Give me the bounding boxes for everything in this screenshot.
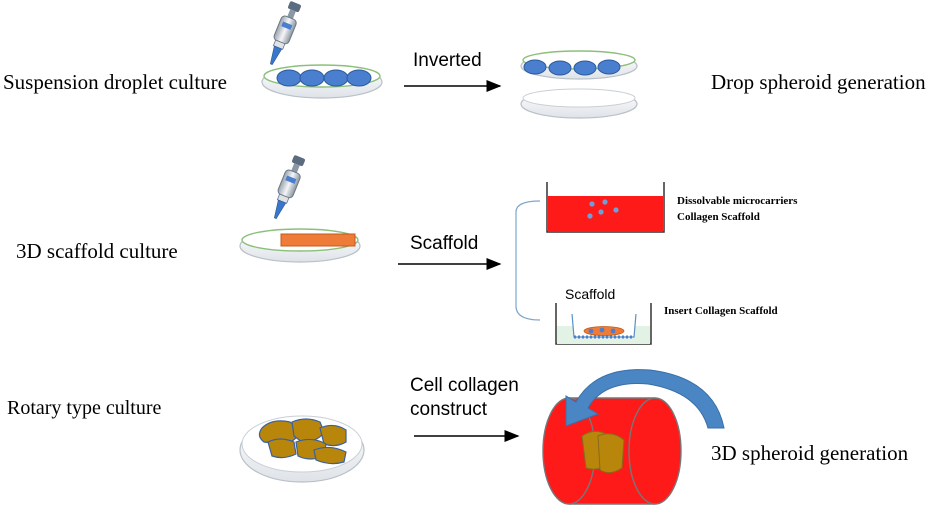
method-label-scaffold: 3D scaffold culture	[16, 239, 178, 263]
arrow-label-construct: construct	[410, 399, 488, 420]
result-label-insert-collagen: Insert Collagen Scaffold	[664, 305, 778, 317]
arrow-label-cell-collagen: Cell collagen	[410, 375, 519, 396]
result-label-collagen-scaffold: Collagen Scaffold	[677, 211, 760, 223]
rotation-arrow-icon	[565, 369, 725, 429]
result-label-microcarriers: Dissolvable microcarriers	[677, 195, 798, 207]
pipette-icon	[274, 155, 305, 219]
pipette-icon	[270, 1, 301, 65]
branch-bracket	[515, 200, 541, 321]
method-label-rotary: Rotary type culture	[7, 397, 162, 419]
petri-dish-icon	[261, 64, 383, 99]
result-label-drop-spheroid: Drop spheroid generation	[711, 70, 926, 94]
arrow-label-scaffold: Scaffold	[410, 233, 479, 254]
microcarrier-well-icon	[546, 182, 665, 233]
arrow-label-inverted: Inverted	[413, 50, 482, 71]
insert-scaffold-tag: Scaffold	[565, 286, 616, 302]
inverted-dish-icon	[520, 50, 638, 119]
method-label-suspension: Suspension droplet culture	[3, 70, 227, 94]
insert-well-icon	[555, 303, 652, 345]
rotary-vessel-icon	[542, 397, 682, 505]
petri-dish-icon	[239, 228, 361, 263]
result-label-3d-spheroid: 3D spheroid generation	[711, 441, 909, 465]
petri-dish-icon	[239, 415, 365, 483]
